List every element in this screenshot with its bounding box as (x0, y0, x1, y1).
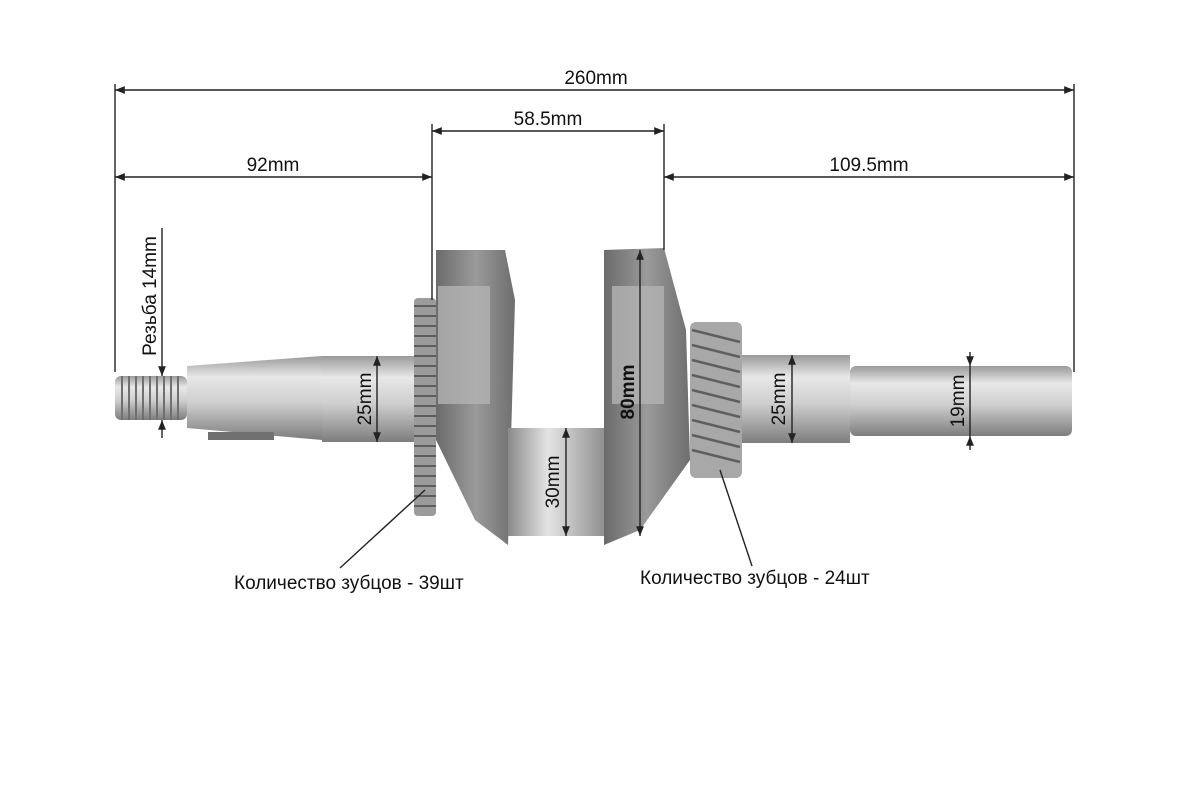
dim-right-journal-label: 25mm (769, 373, 790, 426)
caption-left-gear-teeth: Количество зубцов - 39шт (234, 573, 464, 594)
left-gear-39-teeth (414, 298, 436, 516)
leader-right-gear (719, 469, 753, 567)
left-journal (322, 356, 422, 442)
right-gear-24-teeth (690, 322, 742, 478)
dim-thread-label: Резьба 14mm (140, 236, 161, 356)
right-journal (742, 355, 850, 443)
dim-overall-label: 260mm (564, 68, 627, 89)
output-shaft (850, 366, 1072, 436)
crank-pin (508, 428, 608, 536)
dim-crank-pin-label: 30mm (543, 456, 564, 509)
keyway (208, 432, 274, 440)
left-taper-shaft (187, 356, 322, 440)
dim-output-shaft-label: 19mm (948, 375, 969, 428)
threaded-end (115, 376, 187, 420)
dim-right-shaft-label: 109.5mm (829, 155, 908, 176)
dim-left-journal-label: 25mm (355, 373, 376, 426)
dim-web-height-label: 80mm (618, 365, 639, 420)
dim-left-shaft-label: 92mm (247, 155, 300, 176)
crankshaft-part (115, 248, 1072, 545)
dimension-lines (114, 84, 1075, 569)
caption-right-gear-teeth: Количество зубцов - 24шт (640, 568, 870, 589)
leader-left-gear (339, 489, 426, 569)
dim-crank-width-label: 58.5mm (514, 109, 583, 130)
